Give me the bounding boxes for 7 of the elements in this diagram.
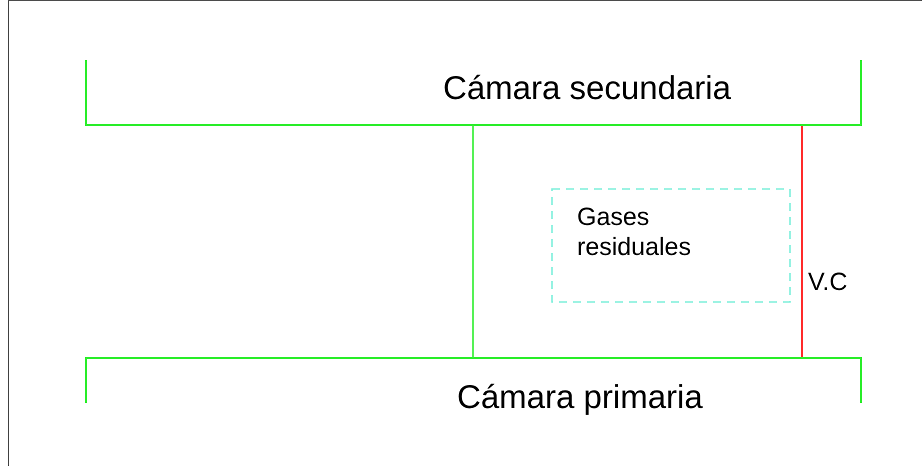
- region-label: Cámara primaria: [456, 377, 704, 417]
- region-label: Cámara secundaria: [442, 68, 732, 108]
- dashed-region: [551, 188, 791, 303]
- chamber-bracket: [85, 60, 862, 126]
- connector-line: [801, 125, 803, 358]
- region-label: Gases residuales: [577, 202, 692, 262]
- connector-line: [472, 125, 474, 358]
